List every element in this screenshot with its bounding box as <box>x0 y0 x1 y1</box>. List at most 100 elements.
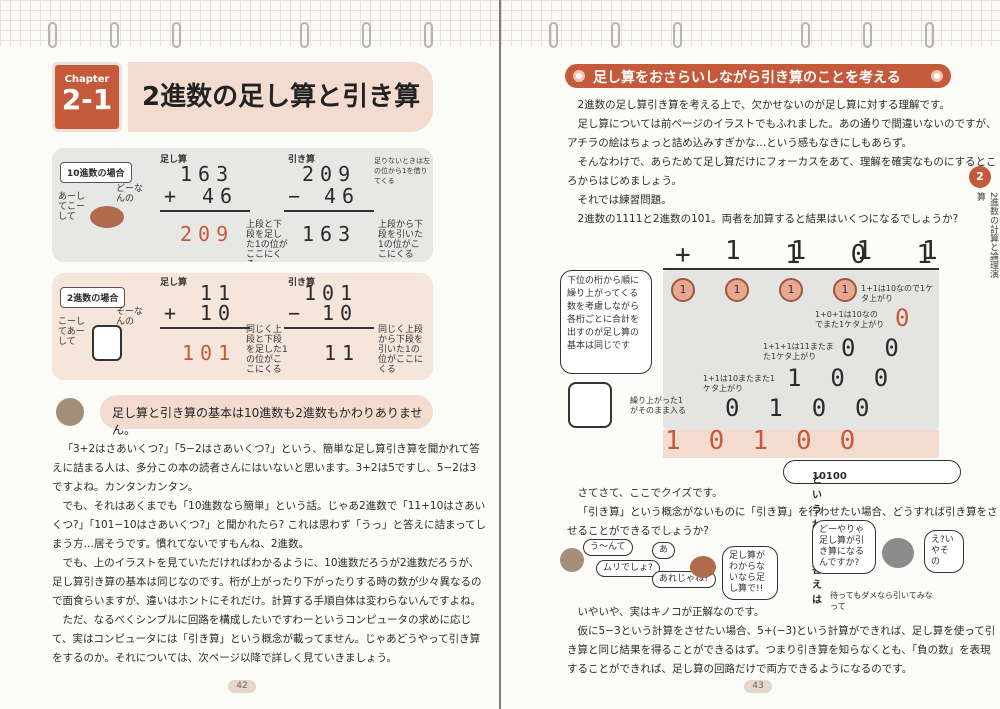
left-body-text: 「3+2はさあいくつ?」「5−2はさあいくつ?」という、簡単な足し算引き算を聞か… <box>52 440 486 668</box>
quiz-note: 1+0+1は10なのでまた1ケタ上がり <box>815 310 885 329</box>
paragraph: ですよね。カンタンカンタン。 <box>52 481 199 493</box>
quiz-work-digit: 1 0 0 <box>787 364 889 392</box>
quiz-digit: 1 <box>725 236 791 266</box>
page-number: 43 <box>744 680 772 693</box>
mushroom-character <box>690 556 716 578</box>
binder-clip <box>611 22 620 48</box>
quiz-digit: 1 <box>785 240 851 270</box>
dec-sub-op: − <box>288 184 307 208</box>
binder-clip <box>424 22 433 48</box>
bin-sub-op: − <box>288 301 307 325</box>
speech-bubble: ムリでしょ? <box>596 560 660 577</box>
paragraph: さてさて、ここでクイズです。 <box>577 487 723 499</box>
right-body-mid: さてさて、ここでクイズです。 「引き算」という概念がないものに「引き算」を行わせ… <box>567 484 998 541</box>
section-heading: 足し算をおさらいしながら引き算のことを考える <box>565 64 951 88</box>
binder-clip <box>925 22 934 48</box>
quiz-digit: 1 <box>790 236 857 266</box>
chapter-title-box: 2進数の足し算と引き算 <box>128 62 433 132</box>
speech-dec-1: あーしてこーして <box>58 192 86 222</box>
dec-add-result: 209 <box>180 222 235 246</box>
carry-marker: 1 <box>671 278 695 302</box>
bullet-icon <box>573 70 585 82</box>
paragraph: き算と同じ結果を得ることができるはず。つまり引き算を知らなくとも、「負の数」を表… <box>567 644 991 656</box>
quiz-sum-line <box>663 268 939 270</box>
note-bin-sub: 同じく上段から下段を引いた1の位がここにくる <box>378 325 424 375</box>
binder-clip <box>673 22 682 48</box>
result-digit: 0 <box>708 426 753 456</box>
speech-bin-1: こーしてあーして <box>58 317 86 347</box>
note-dec-sub: 上段から下段を引いた1の位がここにくる <box>378 220 424 260</box>
right-body-bottom: いやいや、実はキノコが正解なのです。 仮に5−3という計算をさせたい場合、5+(… <box>567 603 995 679</box>
sum-line-bin <box>160 327 250 329</box>
bin-add-bottom: 10 <box>200 301 237 325</box>
carry-marker: 1 <box>833 278 857 302</box>
header-grid <box>501 0 1000 46</box>
paragraph: 2進数の1111と2進数の101。両者を加算すると結果はいくつになるでしょうか? <box>577 213 959 225</box>
quiz-note: 繰り上がった1がそのまま入る <box>630 396 686 415</box>
quiz-digit: 1 <box>921 236 988 266</box>
paragraph: 「引き算」という概念がないものに「引き算」を行わせたい場合、どうすれば引き算をさ <box>577 506 998 518</box>
summary-text: 足し算と引き算の基本は10進数も2進数もかわりありません。 <box>112 406 423 437</box>
paragraph: で面食らいますが、違いはホントにそれだけ。計算する手順自体は変わらないんですよね… <box>52 595 482 607</box>
paragraph: 2進数の足し算引き算を考える上で、欠かせないのが足し算に対する理解です。 <box>577 99 950 111</box>
answer-value: 10100 <box>812 471 847 482</box>
binary-illustration: 2進数の場合 足し算 引き算 11 + 10 101 同じく上段と下段を足した1… <box>52 273 433 380</box>
binder-clip <box>48 22 57 48</box>
dec-sub-result: 163 <box>302 222 357 246</box>
quiz-work-digit: 0 0 <box>841 334 899 362</box>
sub-label: 引き算 <box>288 155 316 165</box>
left-page: Chapter 2-1 2進数の足し算と引き算 10進数の場合 足し算 引き算 … <box>0 0 499 709</box>
quiz-row-1: 1111 <box>725 236 988 266</box>
right-body-top: 2進数の足し算引き算を考える上で、欠かせないのが足し算に対する理解です。 足し算… <box>567 96 997 229</box>
bin-add-result: 101 <box>182 341 237 365</box>
add-label: 足し算 <box>160 155 188 165</box>
speech-caption: 待ってもダメなら引いてみなって <box>830 591 933 611</box>
binder-clip <box>110 22 119 48</box>
quiz-digit: 0 <box>850 240 917 270</box>
speech-bubble: あ <box>652 542 676 559</box>
bullet-icon <box>931 70 943 82</box>
speech-bubble: 下位の桁から順に繰り上がってくる数を考慮しながら各桁ごとに合計を出すのが足し算の… <box>560 270 652 374</box>
quiz-note: 1+1は10なので1ケタ上がり <box>861 284 934 303</box>
side-tab: 2 2進数の計算と論理演算 <box>969 166 998 286</box>
dec-sub-top: 209 <box>302 162 357 186</box>
speech-bubble: え?いやその <box>924 530 964 573</box>
quiz-result: 10100 <box>665 426 883 456</box>
header-grid <box>0 0 499 46</box>
paragraph: せることができるでしょうか? <box>567 525 709 537</box>
answer-label: というわけで答えは 10100 <box>798 466 847 606</box>
speech-bubble: う〜んて <box>583 539 633 556</box>
decimal-label: 10進数の場合 <box>60 162 132 183</box>
binder-clip <box>801 22 810 48</box>
diff-line <box>284 210 374 212</box>
bin-add-op: + <box>164 301 183 325</box>
carry-marker: 1 <box>779 278 803 302</box>
bin-sub-bottom: 10 <box>322 301 359 325</box>
paragraph: ろからはじめましょう。 <box>567 175 682 187</box>
side-tab-number: 2 <box>969 166 991 188</box>
bin-add-top: 11 <box>200 281 237 305</box>
helmet-character <box>882 538 914 568</box>
side-tab-text: 2進数の計算と論理演算 <box>975 192 998 279</box>
paragraph: 「3+2はさあいくつ?」「5−2はさあいくつ?」という、簡単な足し算引き算を聞か… <box>62 443 480 455</box>
paragraph: することができれば、足し算の回路だけで両方できるようになるのです。 <box>567 663 913 675</box>
chapter-number: 2-1 <box>61 83 113 116</box>
sub-label-bin: 引き算 <box>288 278 316 288</box>
binder-clip <box>863 22 872 48</box>
paragraph: それでは練習問題。 <box>577 194 672 206</box>
paragraph: えに詰まる人は、多分この本の読者さんにはいないと思います。3+2は5ですし、5−… <box>52 462 477 474</box>
paragraph: でも、上のイラストを見ていただければわかるように、10進数だろうが2進数だろうが… <box>62 557 480 569</box>
answer-box: というわけで答えは 10100 <box>783 460 961 606</box>
speech-bin-2: そーなんの <box>116 307 144 327</box>
dec-add-op: + <box>164 184 183 208</box>
binary-label: 2進数の場合 <box>60 287 126 308</box>
speech-bubble: 足し算がわからないなら足し算で!! <box>722 546 778 600</box>
result-digit: 0 <box>839 426 884 456</box>
quiz-work-digit: 0 <box>895 304 910 332</box>
paragraph: いやいや、実はキノコが正解なのです。 <box>577 606 765 618</box>
quiz-operator: + <box>675 240 691 270</box>
binder-clip <box>172 22 181 48</box>
chapter-badge: Chapter 2-1 <box>52 62 122 132</box>
paragraph: 足し算については前ページのイラストでもふれました。あの通りで間違いないのですが、 <box>577 118 997 130</box>
note-bin-add: 同じく上段と下段を足した1の位がここにくる <box>246 325 288 375</box>
